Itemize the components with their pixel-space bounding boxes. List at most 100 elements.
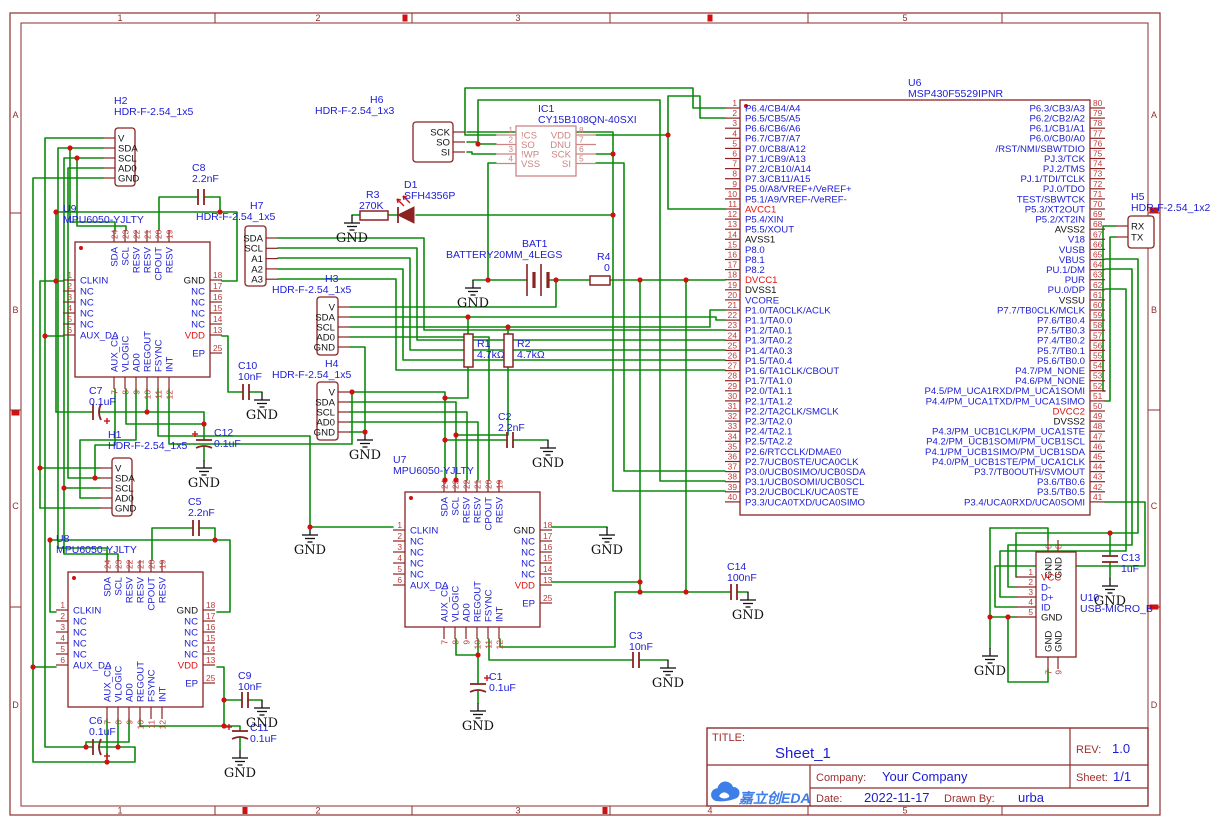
wire[interactable] xyxy=(999,288,1127,598)
wire[interactable] xyxy=(1104,236,1117,402)
date-label[interactable]: Date: xyxy=(816,793,842,805)
wire[interactable] xyxy=(349,336,490,481)
date-value[interactable]: 2022-11-17 xyxy=(864,790,930,805)
gnd-symbol[interactable]: GND xyxy=(294,527,326,558)
gnd-symbol[interactable]: GND xyxy=(349,432,381,463)
component-U10[interactable]: U10USB-MICRO_B1VCC2D-3D+4ID5GND6GND8GND7… xyxy=(1016,540,1153,675)
component-R4[interactable]: R40 xyxy=(589,251,611,286)
gnd-symbol[interactable]: GND xyxy=(974,648,1006,679)
wire[interactable] xyxy=(349,316,726,321)
wire[interactable] xyxy=(139,718,225,727)
wire[interactable] xyxy=(444,366,469,399)
wire[interactable] xyxy=(349,309,726,328)
wire[interactable] xyxy=(221,335,244,393)
wire[interactable] xyxy=(595,162,726,472)
component-C8[interactable]: C82.2nF xyxy=(192,162,219,205)
gnd-symbol[interactable]: GND xyxy=(224,750,256,781)
wire[interactable] xyxy=(277,257,726,351)
wire[interactable] xyxy=(488,638,634,661)
company-value[interactable]: Your Company xyxy=(882,769,968,784)
component-C5[interactable]: C52.2nF xyxy=(188,496,215,536)
wire[interactable] xyxy=(499,591,616,648)
sheet-label[interactable]: Sheet: xyxy=(1076,772,1108,784)
wire[interactable] xyxy=(158,196,199,231)
wire[interactable] xyxy=(349,411,468,481)
wire[interactable] xyxy=(216,666,225,727)
wire[interactable] xyxy=(198,527,216,541)
rev-label[interactable]: REV: xyxy=(1076,744,1101,756)
wire[interactable] xyxy=(466,151,497,155)
wire[interactable] xyxy=(49,539,57,613)
sheet-title[interactable]: Sheet_1 xyxy=(775,745,831,762)
wire[interactable] xyxy=(349,421,479,481)
gnd-symbol[interactable]: GND xyxy=(1094,578,1126,609)
wire[interactable] xyxy=(98,411,205,441)
wire[interactable] xyxy=(349,346,366,433)
wires[interactable] xyxy=(32,87,1146,763)
gnd-symbol[interactable]: GND xyxy=(652,660,684,691)
wire[interactable] xyxy=(203,196,221,213)
wire[interactable] xyxy=(57,147,108,561)
gnd-symbol[interactable]: GND xyxy=(732,592,764,623)
rev-value[interactable]: 1.0 xyxy=(1112,741,1130,756)
component-U9[interactable]: U9MPU6050-YJLTY1CLKIN2NC3NC4NC5NC6AUX_DA… xyxy=(63,203,223,399)
wire[interactable] xyxy=(477,99,726,482)
wire[interactable] xyxy=(455,366,509,436)
wire[interactable] xyxy=(76,157,127,231)
sheet-value[interactable]: 1/1 xyxy=(1113,769,1131,784)
wire[interactable] xyxy=(455,638,479,656)
wire[interactable] xyxy=(1015,532,1111,578)
gnd-symbol[interactable]: GND xyxy=(457,280,489,311)
wire[interactable] xyxy=(466,141,497,145)
component-U6[interactable]: U6MSP430F5529IPNR1P6.4/CB4/A42P6.5/CB5/A… xyxy=(725,77,1105,516)
wire[interactable] xyxy=(125,388,205,425)
gnd-symbol[interactable]: GND xyxy=(246,392,278,423)
gnd-symbol[interactable]: GND xyxy=(246,700,278,731)
wire[interactable] xyxy=(595,95,726,136)
component-C6[interactable]: C60.1uF xyxy=(89,715,116,759)
drawnby-value[interactable]: urba xyxy=(1018,790,1045,805)
gnd-symbol[interactable]: GND xyxy=(462,703,494,734)
wire[interactable] xyxy=(989,527,1049,541)
wire[interactable] xyxy=(44,137,104,748)
gnd-symbol[interactable]: GND xyxy=(532,440,564,471)
drawnby-label[interactable]: Drawn By: xyxy=(944,793,995,805)
wire[interactable] xyxy=(168,388,353,445)
component-R1[interactable]: R14.7kΩ xyxy=(463,333,505,368)
wire[interactable] xyxy=(1007,268,1133,588)
wire[interactable] xyxy=(277,278,726,371)
wire[interactable] xyxy=(79,388,137,499)
wire[interactable] xyxy=(277,247,726,341)
wire[interactable] xyxy=(612,153,726,492)
gnd-symbol[interactable]: GND xyxy=(336,215,368,246)
wire[interactable] xyxy=(32,177,136,763)
component-R2[interactable]: R24.7kΩ xyxy=(503,333,545,368)
component-C7[interactable]: C70.1uF xyxy=(89,385,116,424)
wire[interactable] xyxy=(277,237,726,331)
wire[interactable] xyxy=(151,527,194,561)
component-U7[interactable]: U7MPU6050-YJLTY1CLKIN2NC3NC4NC5NC6AUX_DA… xyxy=(393,454,553,649)
wire[interactable] xyxy=(157,388,394,528)
wire[interactable] xyxy=(219,211,238,282)
wire[interactable] xyxy=(1104,258,1139,534)
gnd-symbol[interactable]: GND xyxy=(188,460,220,491)
